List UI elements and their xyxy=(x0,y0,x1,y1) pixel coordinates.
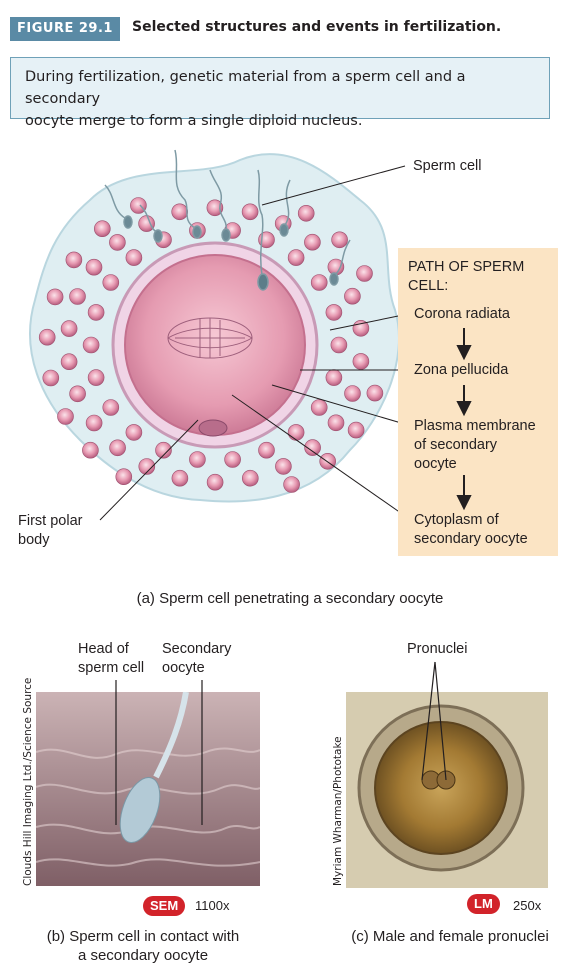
corona-cell xyxy=(287,249,305,266)
corona-cell xyxy=(125,249,143,266)
corona-cell xyxy=(102,274,120,291)
corona-cell xyxy=(347,421,365,439)
corona-cell xyxy=(171,469,189,487)
credit-b: Clouds Hill Imaging Ltd./Science Source xyxy=(22,677,34,886)
corona-cell xyxy=(344,385,361,402)
corona-cell xyxy=(115,468,133,486)
summary-line-1: During fertilization, genetic material f… xyxy=(25,69,466,107)
sperm-cells xyxy=(104,149,351,291)
corona-cell xyxy=(344,287,361,305)
corona-cell xyxy=(206,199,224,217)
caption-a: (a) Sperm cell penetrating a secondary o… xyxy=(136,590,444,607)
caption-b: (b) Sperm cell in contact with a seconda… xyxy=(46,928,240,964)
oocyte-illustration xyxy=(29,149,409,521)
polar-body-shape xyxy=(198,419,228,437)
caption-c: (c) Male and female pronuclei xyxy=(351,928,549,945)
head-of-sperm-label: Head of sperm cell xyxy=(78,641,145,676)
spindle xyxy=(167,317,253,359)
corona-cell xyxy=(87,369,105,386)
summary-box: During fertilization, genetic material f… xyxy=(10,57,550,129)
corona-cell xyxy=(258,441,275,459)
corona-cell xyxy=(304,233,321,251)
credit-c: Myriam Wharman/Phototake xyxy=(332,736,344,886)
corona-cell xyxy=(60,353,78,371)
panel-b-leaders xyxy=(115,680,203,825)
first-polar-body-label: First polar body xyxy=(18,513,83,548)
corona-cell xyxy=(82,336,100,354)
corona-cell xyxy=(352,353,370,370)
corona-cell xyxy=(138,215,155,232)
sem-micrograph xyxy=(36,692,260,886)
path-arrows xyxy=(456,328,472,511)
corona-cell xyxy=(325,369,343,386)
corona-cell xyxy=(206,473,224,491)
path-title: PATH OF SPERM CELL: xyxy=(408,259,525,294)
corona-cell xyxy=(57,408,74,425)
path-step-plasma-membrane: Plasma membrane of secondary oocyte xyxy=(414,418,536,472)
path-of-sperm-box: PATH OF SPERM CELL: Corona radiata Zona … xyxy=(398,248,558,556)
corona-cell xyxy=(60,320,78,337)
sperm-cell-label: Sperm cell xyxy=(413,158,482,174)
corona-cell xyxy=(330,336,348,354)
magnification-b: 1100x xyxy=(195,898,230,913)
corona-cell xyxy=(242,469,259,487)
corona-cell xyxy=(241,203,259,221)
corona-cell xyxy=(46,288,64,306)
sem-badge: SEM xyxy=(143,896,186,916)
corona-cell xyxy=(130,197,147,214)
corona-cell xyxy=(310,399,328,416)
figure-number: FIGURE 29.1 xyxy=(10,17,120,41)
corona-cell xyxy=(310,274,328,291)
corona-cell xyxy=(102,399,120,416)
path-step-corona-radiata: Corona radiata xyxy=(414,306,510,322)
corona-cell xyxy=(189,451,206,468)
corona-cell xyxy=(171,203,188,221)
pronuclei-label: Pronuclei xyxy=(407,641,468,657)
corona-cell xyxy=(275,458,292,475)
corona-cell xyxy=(155,441,172,459)
corona-cell xyxy=(327,414,345,432)
corona-cell xyxy=(224,451,241,468)
corona-cell xyxy=(356,265,373,282)
lm-badge: LM xyxy=(467,894,500,914)
corona-cell xyxy=(82,441,99,459)
corona-cell xyxy=(38,328,56,346)
figure-header: FIGURE 29.1 Selected structures and even… xyxy=(10,14,570,44)
corona-cell xyxy=(109,234,126,251)
corona-cell xyxy=(87,304,105,321)
summary-line-2: oocyte merge to form a single diploid nu… xyxy=(25,113,363,129)
corona-cell xyxy=(325,304,343,321)
corona-cell xyxy=(85,414,103,432)
figure-title: Selected structures and events in fertil… xyxy=(132,19,502,35)
magnification-c: 250x xyxy=(513,898,542,913)
corona-cell xyxy=(304,439,321,456)
corona-cell xyxy=(69,288,86,305)
corona-cell xyxy=(42,369,60,387)
corona-cell xyxy=(69,385,86,403)
corona-cell xyxy=(366,384,384,402)
path-step-cytoplasm: Cytoplasm of secondary oocyte xyxy=(414,512,528,547)
corona-cell xyxy=(331,231,348,249)
corona-cell xyxy=(85,258,103,276)
corona-cell xyxy=(287,424,305,441)
corona-cell xyxy=(65,251,83,269)
secondary-oocyte-label: Secondary oocyte xyxy=(162,641,232,676)
path-step-zona-pellucida: Zona pellucida xyxy=(414,362,509,378)
corona-cell xyxy=(109,439,126,457)
corona-cell xyxy=(283,476,300,493)
corona-cell xyxy=(125,424,143,441)
panel-c-leaders xyxy=(421,661,447,781)
lm-micrograph xyxy=(346,692,548,888)
corona-cell xyxy=(138,458,156,475)
leader-lines xyxy=(99,165,409,521)
corona-cell xyxy=(94,220,111,237)
oocyte-cytoplasm xyxy=(124,254,306,436)
corona-cells xyxy=(38,197,384,493)
corona-cell xyxy=(297,205,315,222)
